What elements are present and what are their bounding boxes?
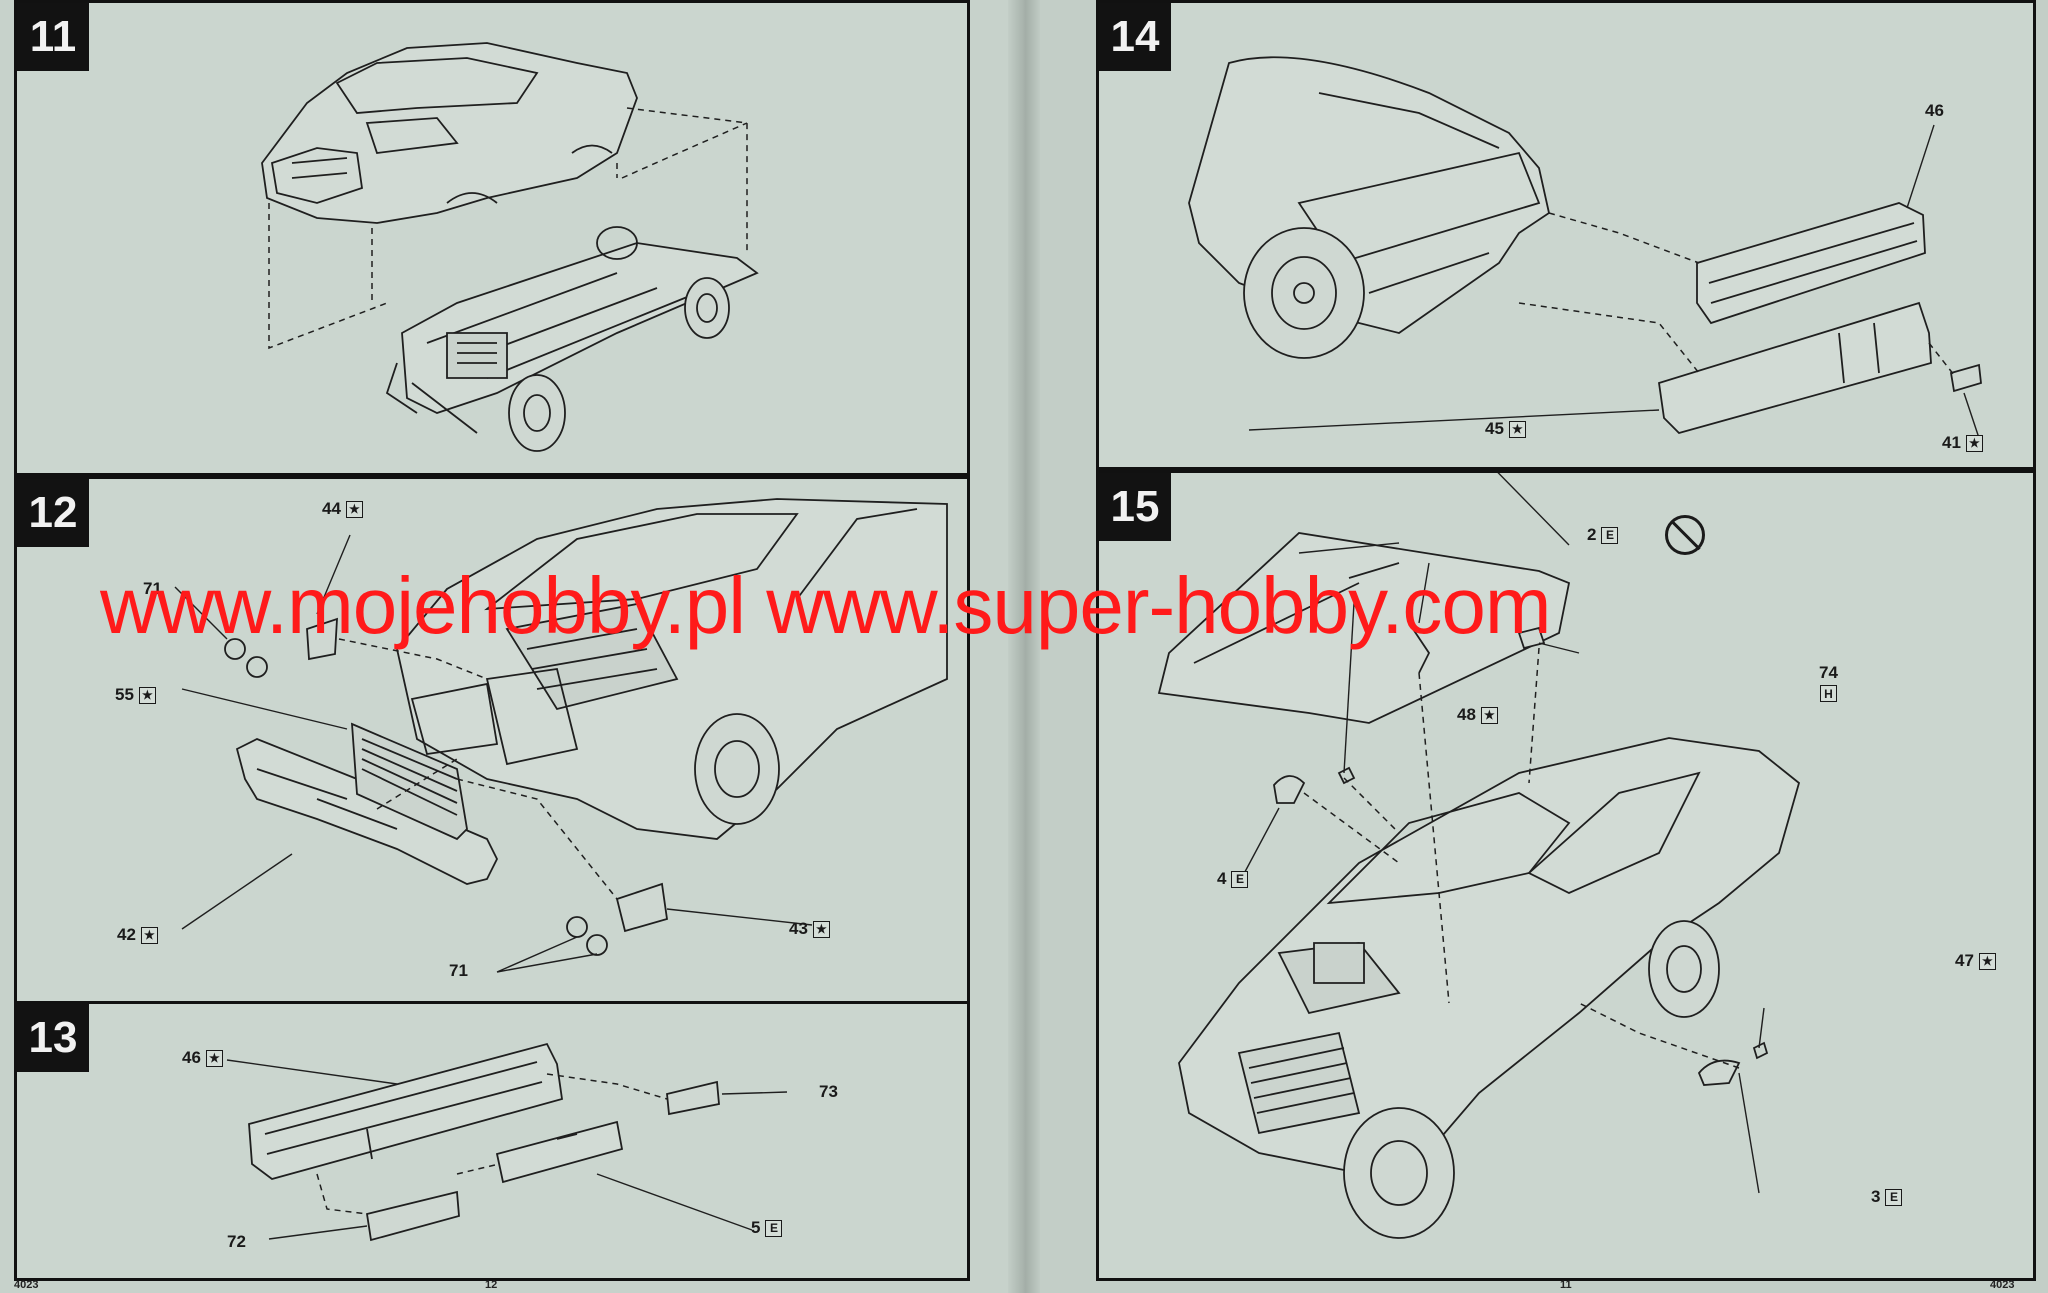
step-number-badge: 14 [1099, 3, 1171, 71]
callout-part-46: 46★ [182, 1048, 223, 1068]
page-gutter [1008, 0, 1040, 1293]
step-number-badge: 12 [17, 479, 89, 547]
no-glue-icon [1665, 515, 1705, 555]
step-15-panel: 15 [1096, 470, 2036, 1281]
callout-part-45: 45★ [1485, 419, 1526, 439]
step-number-badge: 15 [1099, 473, 1171, 541]
rear-bumper-parts-illustration [17, 1004, 967, 1278]
callout-part-71-bottom: 71 [449, 961, 468, 980]
callout-part-55: 55★ [115, 685, 156, 705]
callout-part-47: 47★ [1955, 951, 1996, 971]
step-12-panel: 12 [14, 476, 970, 1004]
front-bumper-grille-illustration [17, 479, 967, 1001]
callout-part-71-top: 71 [143, 579, 162, 598]
callout-part-73: 73 [819, 1082, 838, 1101]
callout-part-72: 72 [227, 1232, 246, 1251]
step-number-badge: 13 [17, 1004, 89, 1072]
body-chassis-illustration [17, 3, 967, 473]
step-number-badge: 11 [17, 3, 89, 71]
watermark-text: www.mojehobby.pl www.super-hobby.com [100, 561, 1552, 650]
callout-part-42: 42★ [117, 925, 158, 945]
step-11-panel: 11 [14, 0, 970, 476]
footer-left-page-number: 12 [485, 1279, 498, 1291]
footer-right-page-number: 11 [1560, 1279, 1572, 1291]
callout-part-41: 41★ [1942, 433, 1983, 453]
rear-end-illustration [1099, 3, 2033, 467]
hood-mirrors-illustration [1099, 473, 2033, 1278]
callout-part-48: 48★ [1457, 705, 1498, 725]
callout-part-44: 44★ [322, 499, 363, 519]
callout-part-46: 46 [1925, 101, 1944, 120]
footer-right-code: 4023 [1990, 1279, 2015, 1291]
footer-left-code: 4023 [14, 1279, 39, 1291]
step-14-panel: 14 46 4 [1096, 0, 2036, 470]
callout-part-43: 43★ [789, 919, 830, 939]
